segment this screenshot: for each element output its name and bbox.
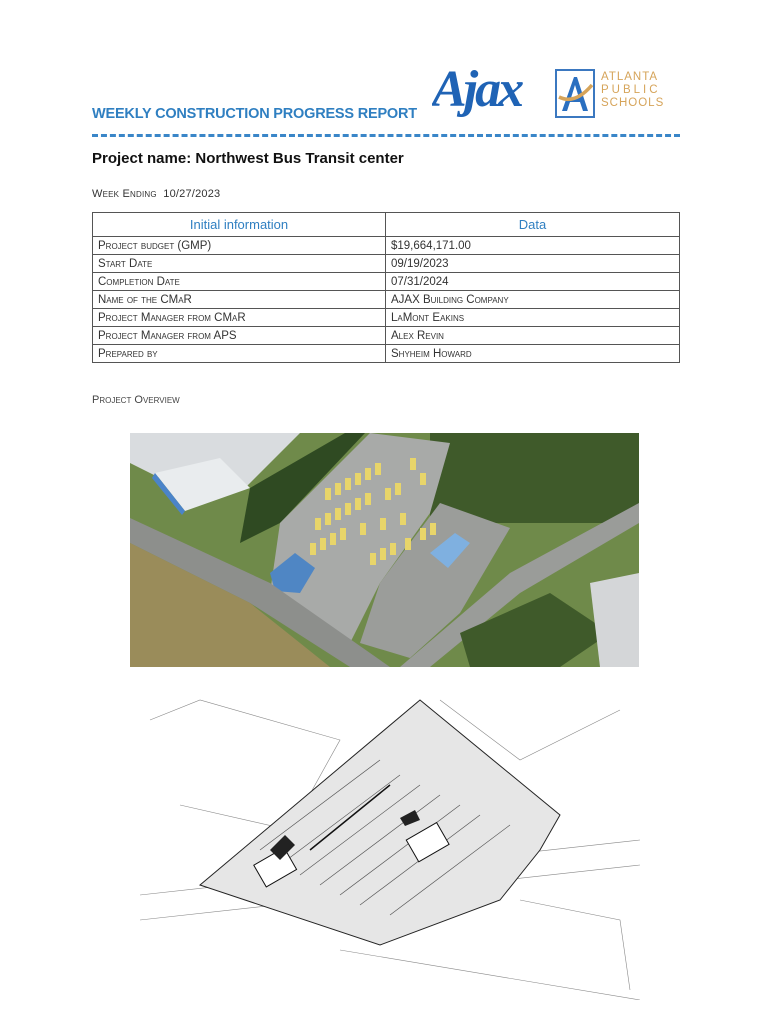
table-row: Prepared by Shyheim Howard [92, 344, 680, 363]
row-label: Start Date [92, 254, 386, 273]
row-label: Project Manager from APS [92, 326, 386, 345]
row-label: Prepared by [92, 344, 386, 363]
column-header-data: Data [385, 212, 680, 237]
project-overview-label: Project Overview [92, 394, 180, 406]
aps-line-2: PUBLIC [601, 84, 661, 96]
site-plan-drawing [140, 690, 640, 1000]
report-title: WEEKLY CONSTRUCTION PROGRESS REPORT [92, 106, 417, 122]
row-label: Name of the CMaR [92, 290, 386, 309]
svg-text:Ajax: Ajax [432, 61, 523, 118]
row-label: Project Manager from CMaR [92, 308, 386, 327]
row-value: $19,664,171.00 [385, 236, 680, 255]
aps-logo-text: ATLANTA PUBLIC SCHOOLS [601, 71, 664, 110]
ajax-logo: Ajax [429, 58, 550, 122]
aerial-rendering-image [130, 433, 639, 667]
table-row: Name of the CMaR AJAX Building Company [92, 290, 680, 309]
row-label: Completion Date [92, 272, 386, 291]
row-value: 07/31/2024 [385, 272, 680, 291]
table-row: Completion Date 07/31/2024 [92, 272, 680, 291]
project-info-table: Initial information Data Project budget … [92, 212, 680, 363]
table-row: Project Manager from APS Alex Revin [92, 326, 680, 345]
row-value: LaMont Eakins [385, 308, 680, 327]
row-value: Alex Revin [385, 326, 680, 345]
row-value: AJAX Building Company [385, 290, 680, 309]
table-row: Start Date 09/19/2023 [92, 254, 680, 273]
row-label: Project budget (GMP) [92, 236, 386, 255]
aps-line-3: SCHOOLS [601, 97, 665, 109]
header-divider [92, 134, 680, 137]
table-row: Project budget (GMP) $19,664,171.00 [92, 236, 680, 255]
table-header-row: Initial information Data [92, 212, 680, 237]
aps-logo-icon [555, 69, 595, 118]
column-header-info: Initial information [92, 212, 386, 237]
week-ending: Week Ending 10/27/2023 [92, 188, 220, 200]
table-row: Project Manager from CMaR LaMont Eakins [92, 308, 680, 327]
week-ending-date: 10/27/2023 [163, 188, 221, 200]
row-value: 09/19/2023 [385, 254, 680, 273]
aps-line-1: ATLANTA [601, 71, 659, 83]
week-ending-label: Week Ending [92, 188, 157, 200]
row-value: Shyheim Howard [385, 344, 680, 363]
project-name: Project name: Northwest Bus Transit cent… [92, 150, 404, 167]
